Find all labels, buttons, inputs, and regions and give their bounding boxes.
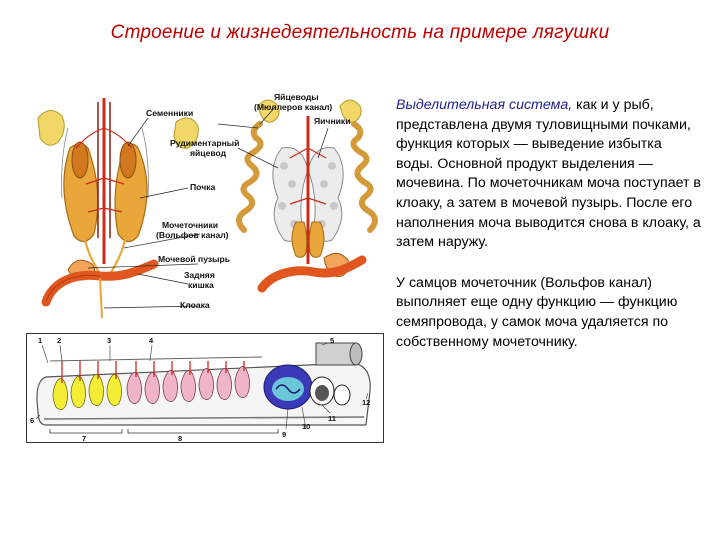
label-rudiment-1: Рудиментарный: [170, 138, 239, 148]
num-7: 7: [82, 434, 86, 443]
label-kishka: кишка: [188, 280, 214, 290]
num-8: 8: [178, 434, 182, 443]
label-semenniki: Семенники: [146, 108, 193, 118]
num-11: 11: [328, 414, 336, 423]
label-mochetochniki-1: Мочеточники: [162, 220, 218, 230]
term-excretory-system: Выделительная система,: [396, 97, 573, 113]
num-1: 1: [38, 336, 42, 345]
num-6: 6: [30, 416, 34, 425]
label-yaichniki: Яичники: [314, 116, 351, 126]
glomerulus-group: [263, 364, 351, 410]
male-urogenital-system: [37, 98, 199, 319]
label-zadnyaya: Задняя: [184, 270, 215, 280]
num-4: 4: [149, 336, 154, 345]
frog-urogenital-illustration: Семенники Яйцеводы (Мюллеров канал) Яичн…: [37, 92, 378, 319]
paragraph-1-body: как и у рыб, представлена двумя туловищн…: [396, 97, 701, 251]
kidney-schematic: 1 2 3 4 5 6 7 8 9 10 11 12: [26, 333, 384, 443]
num-9: 9: [282, 430, 286, 439]
slide-title: Строение и жизнедеятельность на примере …: [110, 22, 610, 43]
label-yaytsevody: Яйцеводы: [274, 92, 319, 102]
num-3: 3: [107, 336, 111, 345]
label-puzyr: Мочевой пузырь: [158, 254, 230, 264]
pink-tubules: [126, 366, 250, 404]
num-5: 5: [330, 336, 334, 345]
num-10: 10: [302, 422, 310, 431]
num-12: 12: [362, 398, 370, 407]
label-pochka: Почка: [190, 182, 216, 192]
paragraph-excretory-system: Выделительная система, как и у рыб, пред…: [396, 96, 702, 253]
num-2: 2: [57, 336, 61, 345]
female-urogenital-system: [236, 99, 378, 293]
paragraph-wolffian-duct: У самцов мочеточник (Вольфов канал) выпо…: [396, 274, 678, 350]
yellow-tubules: [52, 374, 122, 410]
label-mullerov: (Мюллеров канал): [254, 102, 332, 112]
label-rudiment-2: яйцевод: [190, 148, 227, 158]
description-column: Выделительная система, как и у рыб, пред…: [396, 96, 702, 373]
label-kloaka: Клоака: [180, 300, 210, 310]
label-mochetochniki-2: (Вольфов канал): [156, 230, 229, 240]
